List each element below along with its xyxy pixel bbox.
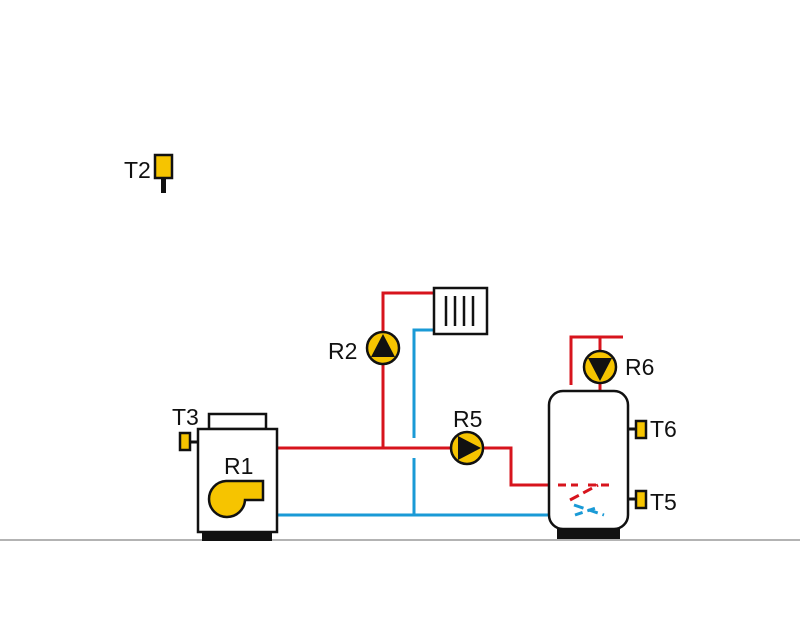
sensor-t2-body: [153, 153, 174, 180]
boiler-r1: R1: [196, 412, 279, 541]
label-t2: T2: [124, 157, 151, 183]
sensor-t2: T2: [124, 153, 174, 193]
cold-pipes: [277, 328, 558, 517]
tank-coil: [558, 483, 610, 517]
storage-tank: [547, 389, 630, 539]
flow-pipe-tank: [482, 446, 558, 487]
label-t3: T3: [172, 404, 199, 430]
tank-base: [557, 529, 620, 539]
hot-pipes: [277, 291, 623, 487]
radiator-icon: [432, 286, 489, 336]
pump-r6: R6: [582, 349, 654, 385]
flow-pipe-radiator: [381, 291, 434, 448]
pump-r2: R2: [328, 330, 401, 366]
pump-arrow-right-icon: [458, 436, 481, 460]
sensor-t6-body: [634, 419, 648, 440]
label-t6: T6: [650, 416, 677, 442]
coil-cold-2: [574, 506, 597, 517]
burner-icon: [207, 479, 265, 519]
sensor-t6: T6: [628, 416, 677, 442]
coil-hot-2: [569, 483, 599, 502]
sensor-t3-body: [178, 431, 192, 452]
label-r2: R2: [328, 338, 357, 364]
label-r5: R5: [453, 406, 482, 432]
sensor-t2-cable: [161, 178, 166, 193]
boiler-top: [207, 412, 268, 431]
label-t5: T5: [650, 489, 677, 515]
return-pipe-radiator: [412, 328, 434, 438]
tank-body: [547, 389, 630, 531]
pump-arrow-down-icon: [588, 358, 612, 381]
sensor-t5-body: [634, 489, 648, 510]
pump-arrow-up-icon: [371, 334, 395, 357]
sensor-t5: T5: [628, 489, 677, 515]
boiler-base: [202, 532, 272, 541]
pump-r5: R5: [449, 406, 485, 466]
circulation-pipe-pump: [571, 335, 602, 351]
radiator-body: [432, 286, 489, 336]
label-r1: R1: [224, 453, 253, 479]
sensor-t3: T3: [172, 404, 199, 452]
label-r6: R6: [625, 354, 654, 380]
